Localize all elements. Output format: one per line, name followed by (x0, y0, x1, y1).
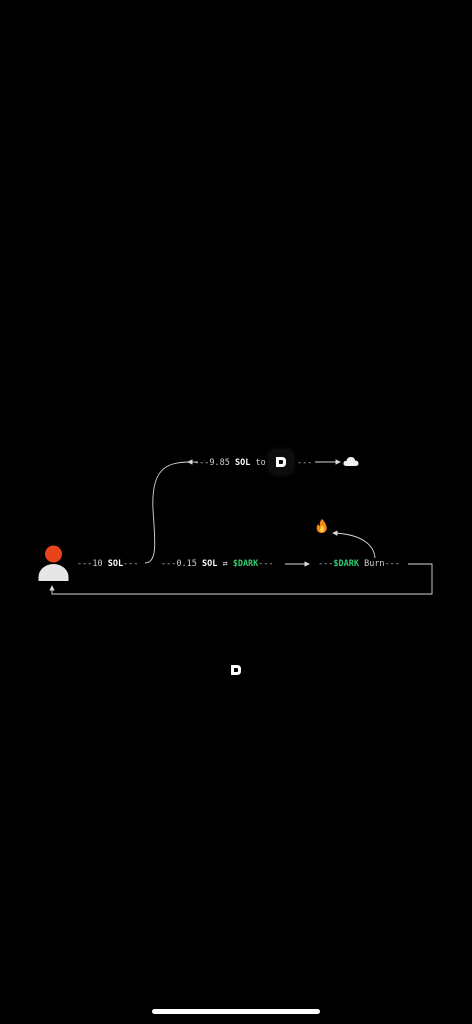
top-token: SOL (234, 458, 251, 468)
top-dashes-after: --- (297, 458, 312, 468)
dashes: --- (384, 559, 400, 569)
burn-action: Burn (364, 559, 385, 569)
top-branch-label: ---9.85 SOL to (194, 458, 266, 468)
dashes: --- (161, 559, 177, 569)
cloud-icon (343, 457, 359, 466)
input-amount: 10 (92, 559, 103, 569)
burn-token: $DARK (333, 559, 359, 569)
swap-target: $DARK (232, 559, 259, 569)
dashes: --- (297, 458, 313, 468)
dashes: --- (123, 559, 139, 569)
top-connector: to (255, 458, 266, 468)
burn-label: ---$DARK Burn--- (318, 559, 400, 569)
input-token: SOL (107, 559, 124, 569)
dashes: --- (194, 458, 210, 468)
burn-curve (332, 530, 376, 559)
swap-amount: 0.15 (176, 559, 197, 569)
home-indicator[interactable] (152, 1009, 320, 1014)
dashes: --- (258, 559, 274, 569)
user-avatar-icon (38, 545, 69, 581)
fire-icon (316, 519, 327, 533)
branch-curve (144, 461, 191, 564)
swap-icon: ⇄ (222, 559, 228, 569)
dark-logo-small-icon (231, 665, 241, 675)
swap-token: SOL (201, 559, 218, 569)
top-amount: 9.85 (209, 458, 230, 468)
dashes: --- (318, 559, 334, 569)
swap-label: ---0.15 SOL ⇄ $DARK--- (161, 559, 274, 569)
dashes: --- (77, 559, 93, 569)
input-label: ---10 SOL--- (77, 559, 138, 569)
return-loop (49, 563, 433, 595)
dark-logo-icon (270, 451, 292, 473)
